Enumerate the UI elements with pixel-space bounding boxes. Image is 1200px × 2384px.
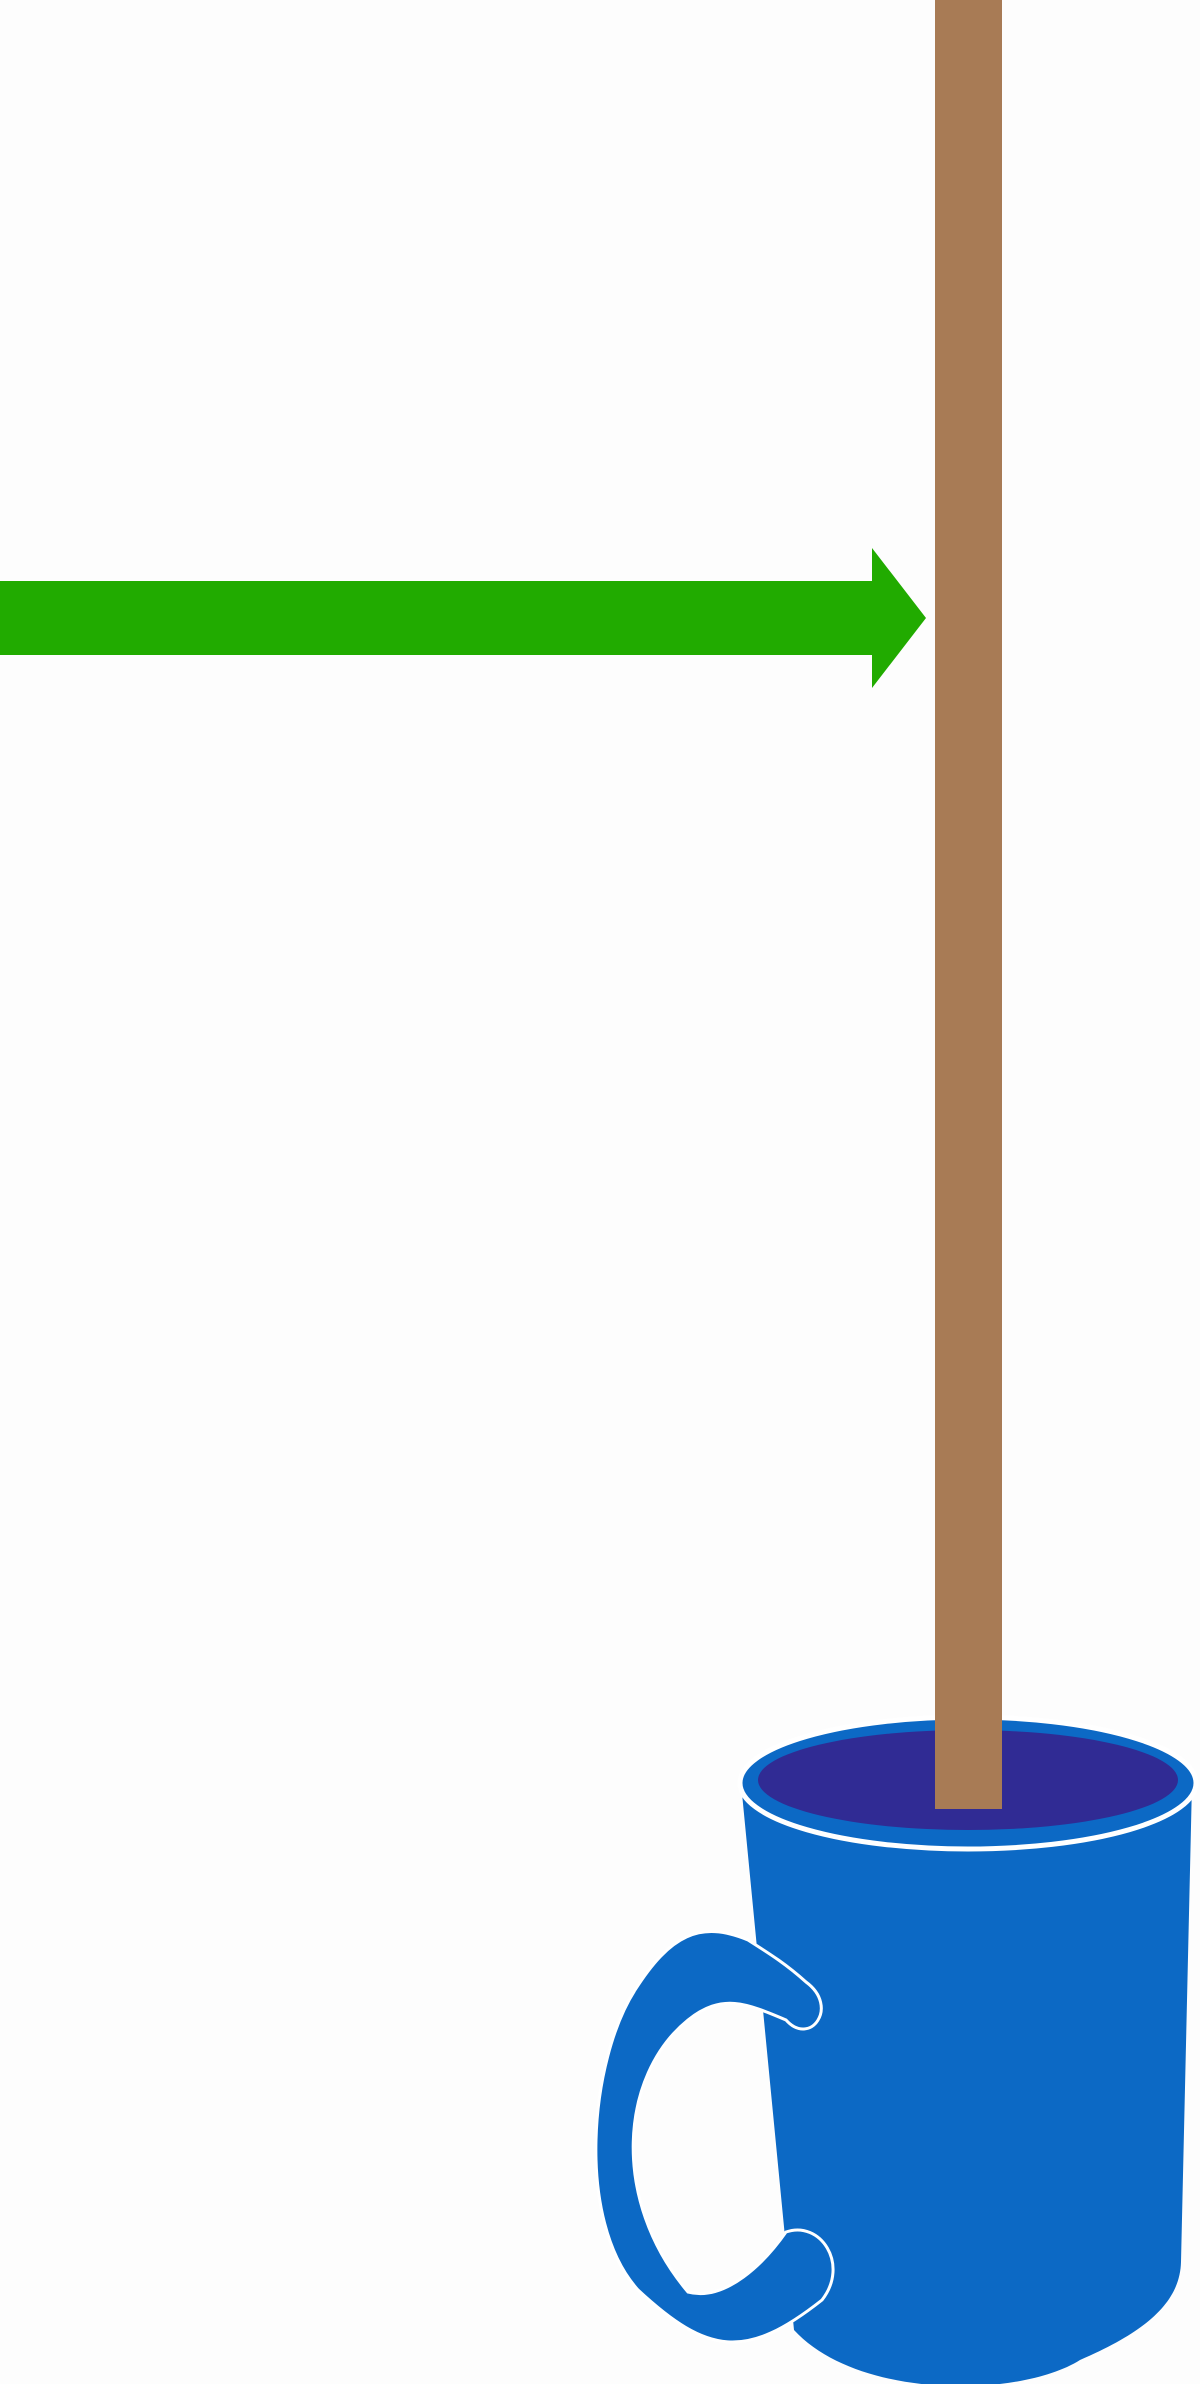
mug-body [741,1783,1192,2384]
wooden-stick-icon [935,0,1002,1809]
right-arrow-icon [0,548,926,688]
arrow-head [872,548,926,688]
arrow-shaft [0,581,872,655]
mug-handle [594,1930,835,2344]
